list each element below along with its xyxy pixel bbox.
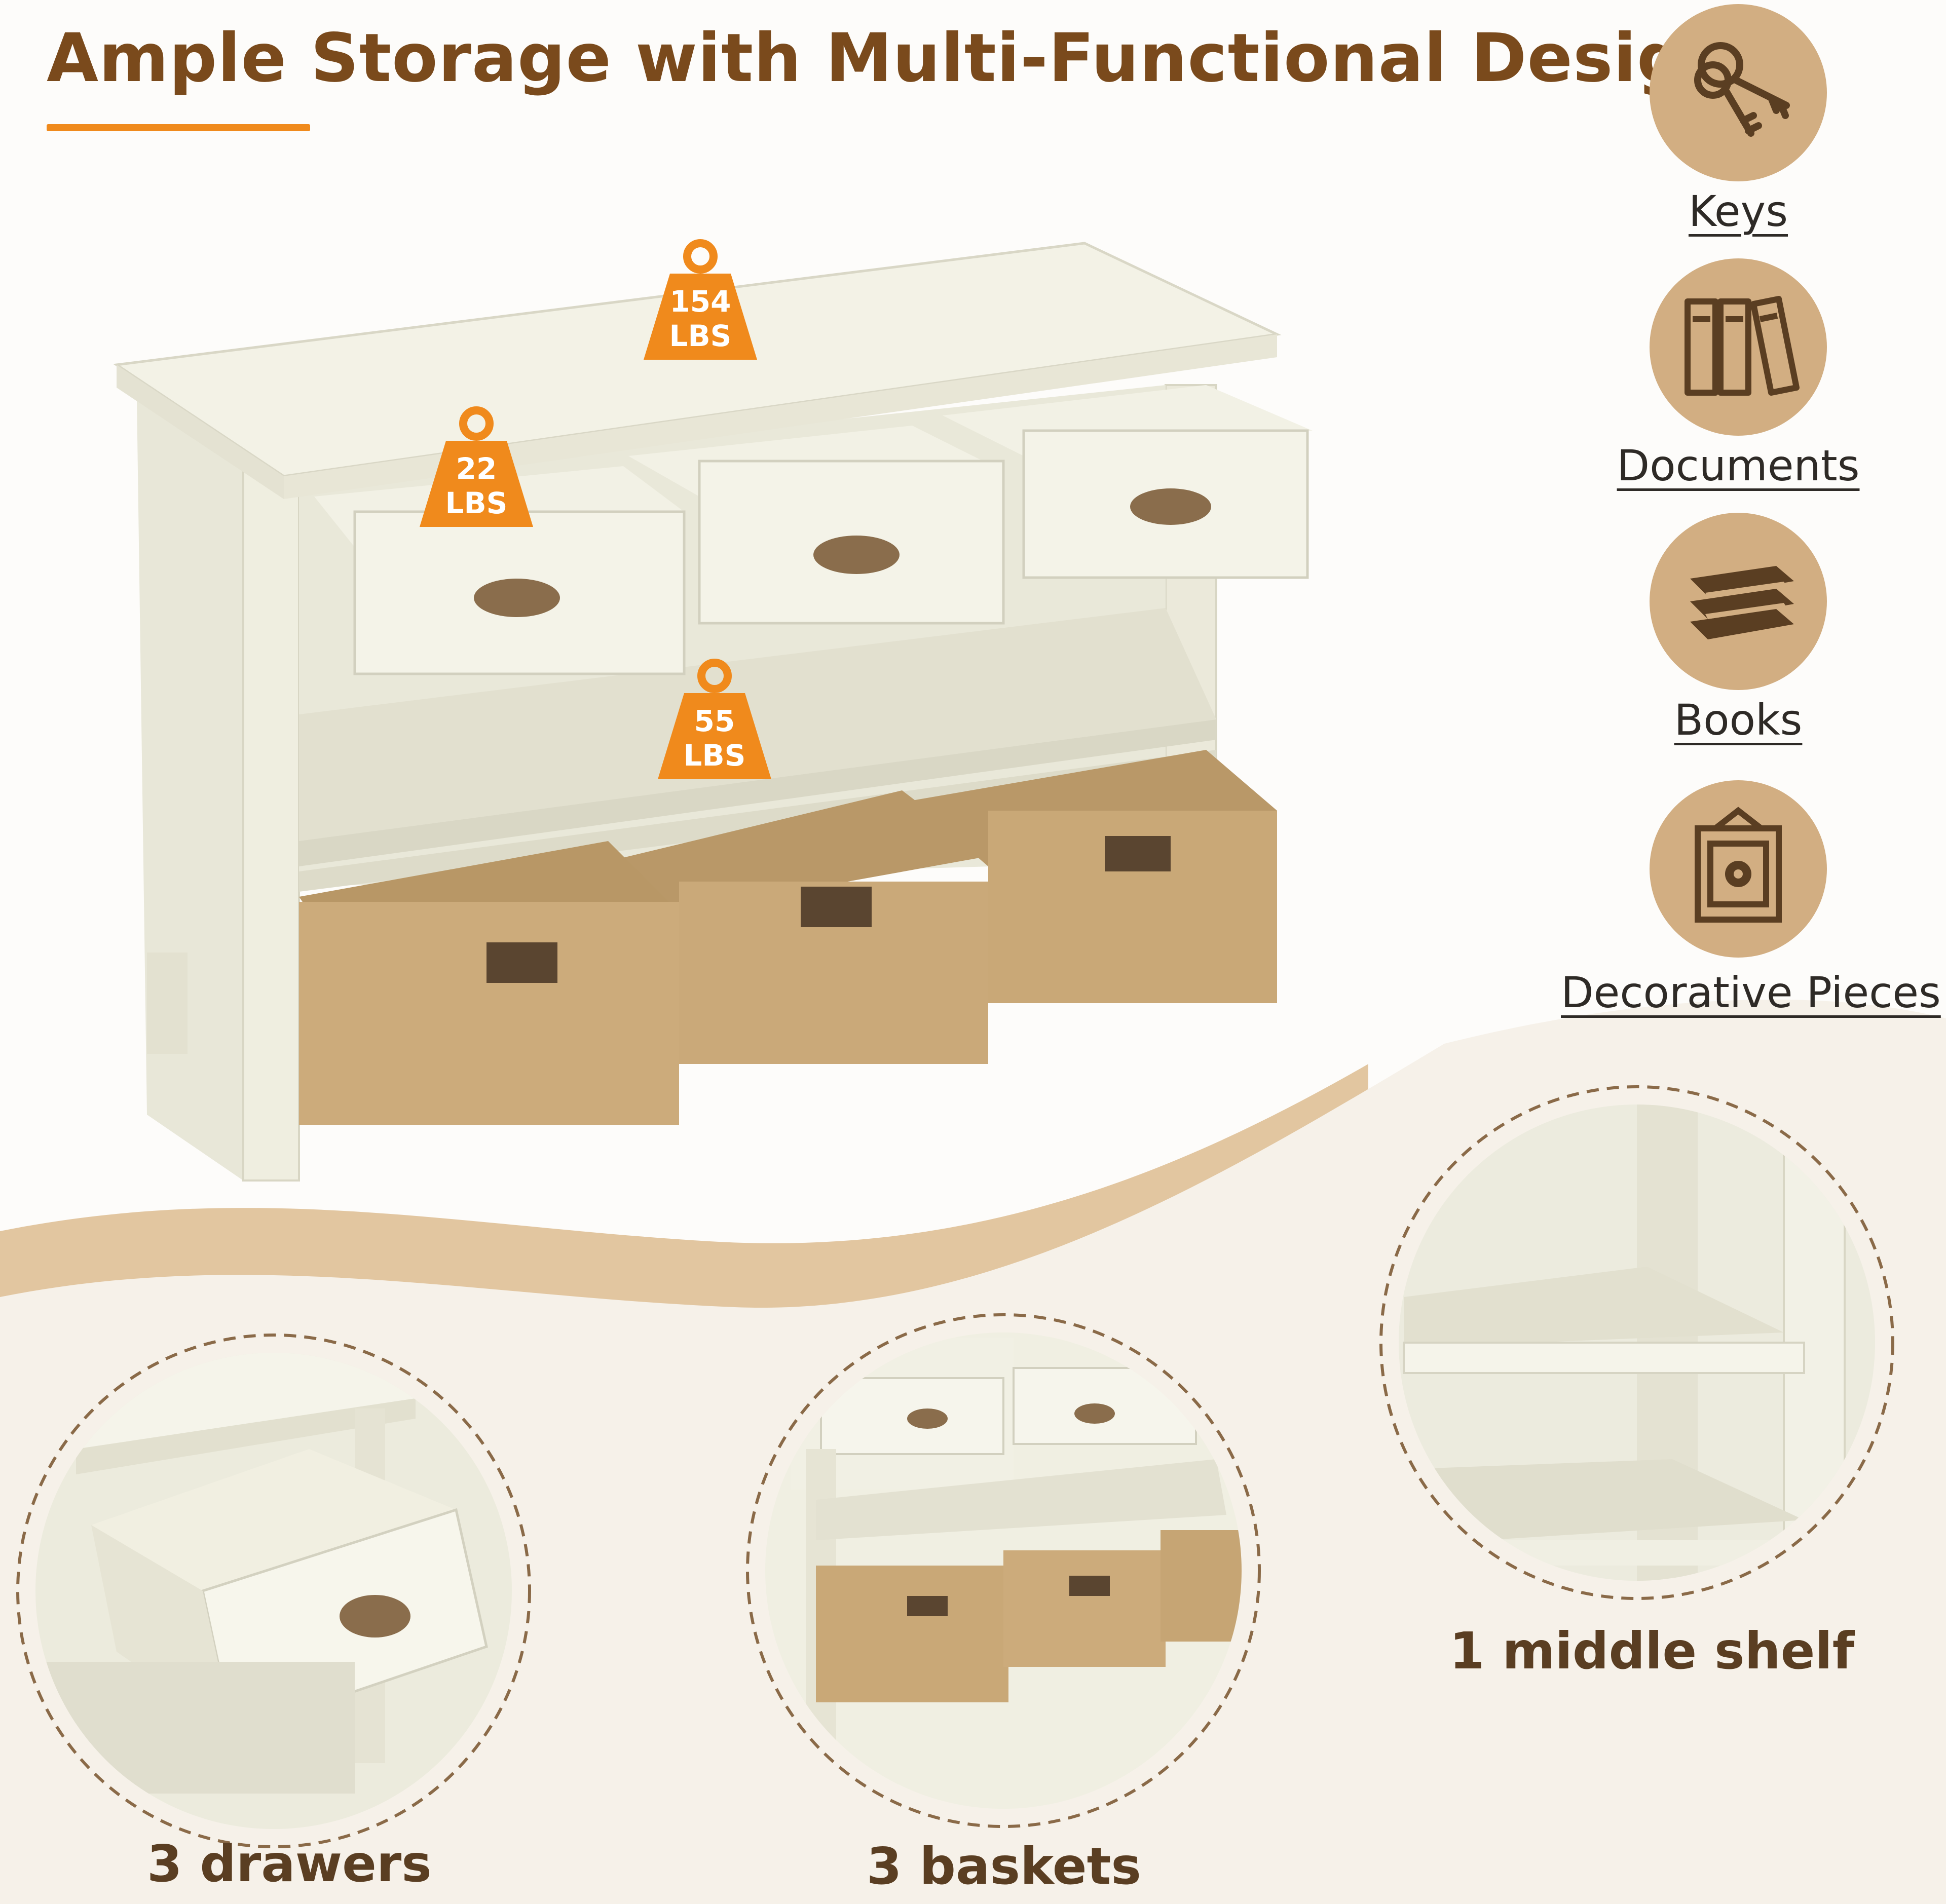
basket-right	[912, 750, 1277, 1003]
use-circle	[1650, 513, 1827, 690]
drawer-middle	[628, 426, 1005, 625]
picture-frame-icon	[1695, 807, 1782, 923]
use-circle	[1650, 258, 1827, 436]
keys-icon	[1694, 42, 1790, 137]
weight-unit: LBS	[683, 738, 746, 773]
basket-middle	[608, 790, 988, 1064]
weight-icon	[658, 659, 771, 779]
headline: Ample Storage with Multi-Functional Desi…	[47, 19, 1734, 97]
weight-badge-shelf: 55 LBS	[654, 658, 775, 784]
weight-value: 55	[694, 704, 735, 738]
detail-label-shelf: 1 middle shelf	[1449, 1621, 1855, 1681]
detail-label-drawers: 3 drawers	[147, 1834, 432, 1893]
detail-label-baskets: 3 baskets	[867, 1837, 1141, 1896]
books-icon	[1690, 566, 1794, 639]
weight-icon	[644, 239, 757, 360]
use-label: Keys	[1688, 186, 1788, 236]
use-label: Books	[1674, 695, 1803, 745]
use-item-documents: Documents	[1617, 258, 1859, 502]
weight-unit: LBS	[445, 486, 508, 520]
basket-left	[299, 841, 679, 1125]
weight-value: 22	[456, 451, 497, 486]
weight-icon	[420, 406, 533, 527]
weight-value: 154	[669, 284, 731, 319]
use-item-books: Books	[1642, 513, 1835, 756]
weight-badge-drawer: 22 LBS	[416, 405, 537, 532]
use-label: Documents	[1617, 441, 1860, 490]
use-circle	[1650, 780, 1827, 958]
use-item-keys: Keys	[1642, 4, 1835, 247]
use-label: Decorative Pieces	[1561, 968, 1941, 1017]
weight-unit: LBS	[669, 319, 732, 353]
use-circle	[1650, 4, 1827, 181]
binders-icon	[1685, 296, 1800, 396]
headline-underline	[47, 124, 310, 131]
weight-badge-top: 154 LBS	[640, 238, 761, 365]
use-item-decorative: Decorative Pieces	[1561, 780, 1941, 1034]
drawer-right	[943, 385, 1313, 579]
